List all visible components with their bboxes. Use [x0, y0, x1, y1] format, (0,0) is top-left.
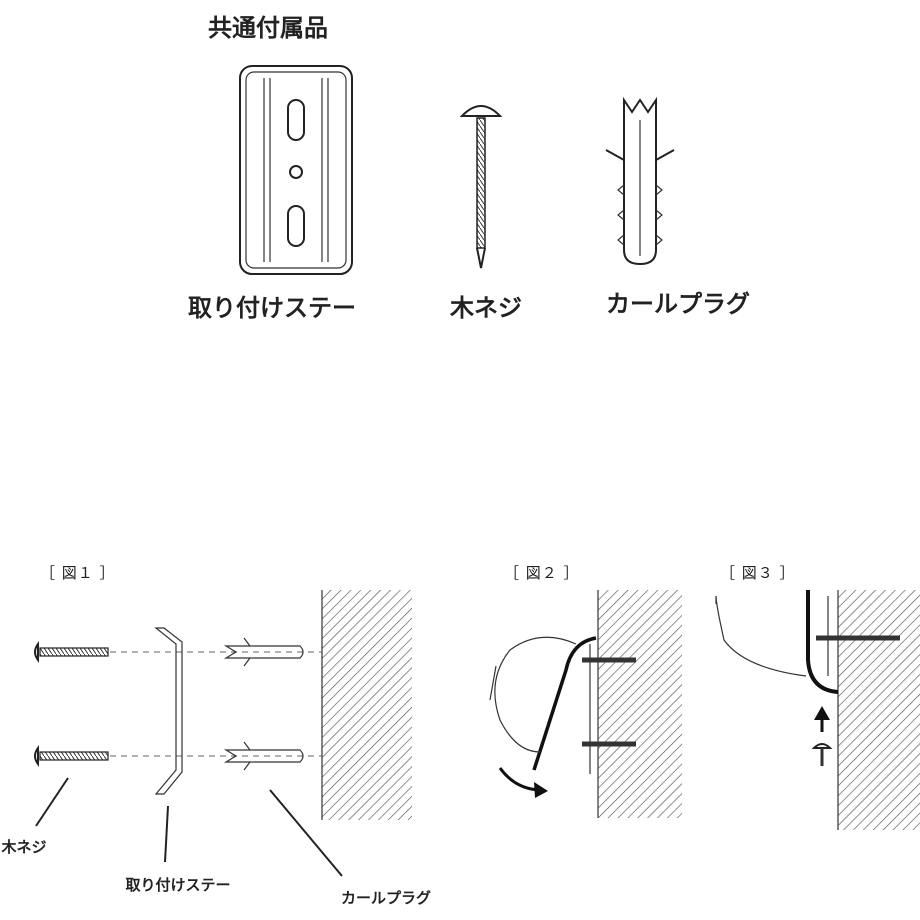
- part-label-screw: 木ネジ: [449, 294, 522, 322]
- callout-plug: カールプラグ: [341, 889, 431, 907]
- figure-3-assembly: [715, 590, 920, 830]
- callout-screw: 木ネジ: [0, 838, 46, 856]
- wood-screw-icon: [811, 743, 833, 766]
- mounting-bracket-icon: [154, 627, 183, 795]
- figure-1-label: ［ 図１ ］: [40, 564, 116, 582]
- wall-plug-icon: [605, 96, 675, 266]
- figure-2-assembly: [489, 590, 682, 818]
- callout-bracket: 取り付けステー: [125, 876, 230, 894]
- wood-screw-icon: [459, 105, 503, 269]
- mounting-bracket-icon: [239, 65, 353, 275]
- wood-screw-icon: [34, 640, 109, 664]
- figure-1-assembly: [34, 590, 412, 877]
- figure-2-label: ［ 図２ ］: [504, 564, 580, 582]
- part-label-bracket: 取り付けステー: [188, 294, 356, 322]
- page-title: 共通付属品: [208, 14, 328, 42]
- wall-plug-icon: [223, 741, 304, 771]
- wood-screw-icon: [34, 744, 109, 768]
- figure-3-label: ［ 図３ ］: [720, 564, 796, 582]
- part-label-plug: カールプラグ: [606, 290, 750, 318]
- wall-plug-icon: [223, 637, 304, 667]
